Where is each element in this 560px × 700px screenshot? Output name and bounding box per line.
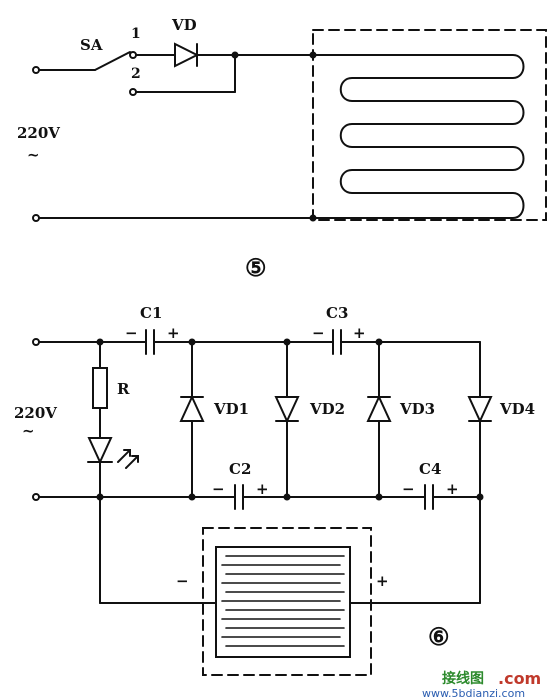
label-pos2: 2 — [131, 66, 141, 82]
label-vd: VD — [171, 16, 197, 34]
label-voltage-6: 220V — [14, 404, 57, 422]
load-plate — [215, 546, 351, 658]
switch-blade — [94, 51, 131, 71]
label-ac-5: ~ — [27, 146, 40, 164]
label-vd4: VD4 — [499, 400, 535, 418]
label-c4-minus: − — [402, 480, 415, 498]
label-c2: C2 — [229, 460, 251, 478]
diagram-6 — [32, 329, 493, 676]
label-load-minus: − — [176, 572, 189, 590]
label-c4: C4 — [419, 460, 441, 478]
watermark-url: www.5bdianzi.com — [422, 687, 525, 700]
label-c4-plus: + — [446, 480, 459, 498]
figure-number-6: ⑥ — [428, 622, 450, 651]
label-ac-6: ~ — [22, 422, 35, 440]
label-c3-minus: − — [312, 324, 325, 342]
label-c2-minus: − — [212, 480, 225, 498]
diode-vd4 — [467, 396, 493, 424]
capacitor-c4 — [424, 484, 434, 510]
load-fins — [221, 555, 345, 647]
heating-element — [312, 54, 525, 219]
capacitor-c2 — [234, 484, 244, 510]
label-pos1: 1 — [131, 26, 141, 42]
label-r: R — [117, 380, 130, 398]
light-arrows-icon — [117, 449, 139, 469]
label-load-plus: + — [376, 572, 389, 590]
label-c1: C1 — [140, 304, 162, 322]
label-c2-plus: + — [256, 480, 269, 498]
heater-enclosure — [312, 29, 547, 221]
diode-vd — [174, 42, 200, 68]
label-c3-plus: + — [353, 324, 366, 342]
label-c1-plus: + — [167, 324, 180, 342]
resistor-r — [92, 367, 108, 409]
label-c1-minus: − — [125, 324, 138, 342]
label-vd3: VD3 — [399, 400, 435, 418]
label-voltage-5: 220V — [17, 124, 60, 142]
diode-vd3 — [366, 394, 392, 422]
diagram-5 — [32, 29, 547, 222]
label-sa: SA — [80, 36, 103, 54]
junction-bypass — [231, 51, 239, 59]
figure-number-5: ⑤ — [245, 253, 267, 282]
diode-vd1 — [179, 394, 205, 422]
capacitor-c3 — [332, 329, 342, 355]
watermark-logo: 接线图 — [442, 670, 484, 687]
led — [87, 437, 113, 465]
capacitor-c1 — [145, 329, 155, 355]
label-vd1: VD1 — [213, 400, 249, 418]
label-c3: C3 — [326, 304, 348, 322]
load-enclosure — [202, 527, 372, 676]
watermark-domain: .com — [498, 669, 541, 688]
diode-vd2 — [274, 396, 300, 424]
label-vd2: VD2 — [309, 400, 345, 418]
